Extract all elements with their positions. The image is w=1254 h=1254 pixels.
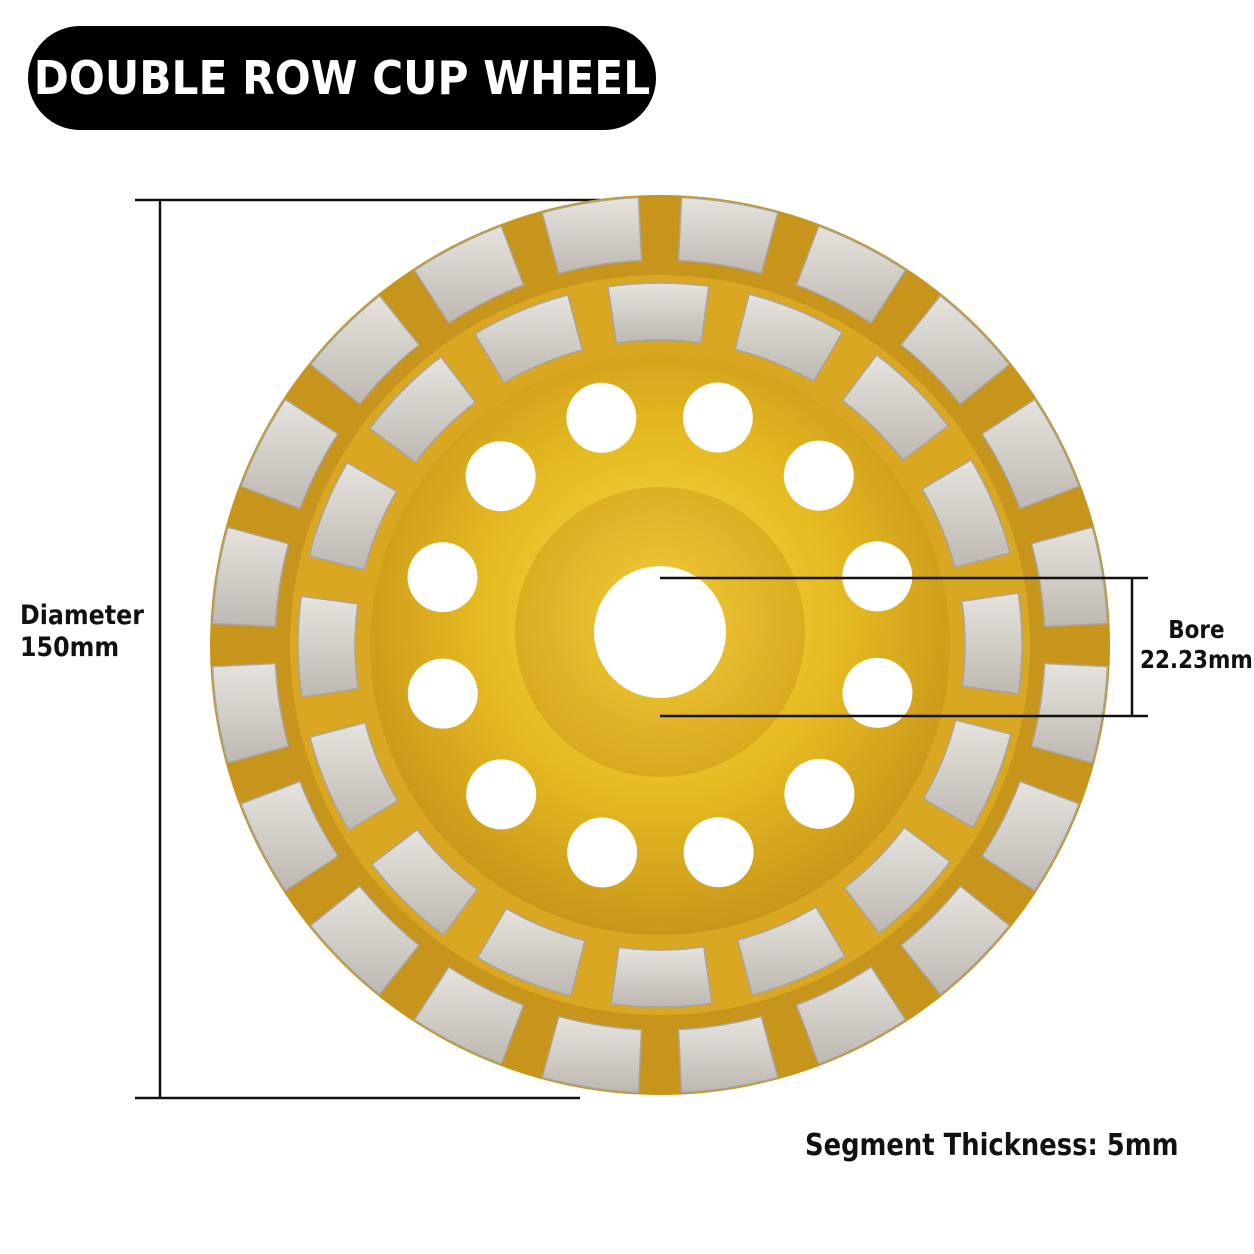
inner-diamond-segment (368, 355, 477, 464)
outer-diamond-segment (899, 884, 1011, 996)
cooling-hole (407, 542, 478, 613)
outer-diamond-segment (677, 1015, 779, 1094)
inner-diamond-segment (473, 294, 584, 384)
outer-diamond-segment (240, 780, 340, 892)
cooling-hole (567, 817, 638, 888)
outer-diamond-segment (211, 662, 290, 764)
outer-diamond-segment (240, 398, 340, 510)
bore-dimension-line (660, 576, 1148, 718)
outer-diamond-segment (413, 965, 525, 1065)
outer-diamond-segment (795, 965, 907, 1065)
inner-diamond-segment (476, 907, 586, 997)
outer-diamond-segment (541, 196, 643, 275)
outer-diamond-segment (541, 1015, 643, 1094)
title-banner: DOUBLE ROW CUP WHEEL (28, 26, 656, 130)
inner-diamond-segment (297, 595, 360, 698)
segment-thickness-label: Segment Thickness: 5mm (805, 1128, 1178, 1164)
cooling-hole (465, 441, 536, 512)
inner-diamond-segment (736, 906, 847, 996)
outer-diamond-segment (795, 225, 907, 325)
cooling-hole (407, 658, 478, 729)
bore-label-value: 22.23mm (1140, 645, 1253, 674)
cooling-hole (842, 657, 913, 728)
outer-diamond-segment (1030, 662, 1109, 764)
inner-diamond-segment (610, 945, 713, 1008)
outer-diamond-segment (980, 780, 1080, 892)
cooling-hole (466, 759, 537, 830)
inner-diamond-segment (309, 721, 399, 832)
cooling-hole (842, 541, 913, 612)
title-text: DOUBLE ROW CUP WHEEL (33, 51, 651, 105)
inner-diamond-segment (370, 828, 479, 937)
inner-diamond-segment (841, 353, 950, 462)
diameter-label: Diameter 150mm (20, 600, 144, 665)
outer-diamond-segment (413, 225, 525, 325)
diameter-dimension-line (135, 198, 600, 1100)
cooling-holes (407, 382, 913, 888)
outer-diamond-segment (211, 526, 290, 628)
inner-diamond-segment (843, 826, 952, 935)
cooling-hole (682, 382, 753, 453)
bore-label: Bore 22.23mm (1140, 615, 1253, 675)
outer-diamond-segment (899, 294, 1011, 406)
inner-diamond-segment (960, 592, 1023, 695)
segment-thickness-text: Segment Thickness: 5mm (805, 1128, 1179, 1163)
cooling-hole (683, 817, 754, 888)
inner-diamond-segment (922, 719, 1012, 829)
outer-diamond-segment (980, 398, 1080, 510)
cooling-hole (784, 758, 855, 829)
outer-diamond-segment (309, 884, 421, 996)
outer-segment-ring (211, 196, 1109, 1094)
inner-segment-ring (297, 282, 1023, 1008)
outer-diamond-segment (677, 196, 779, 275)
outer-diamond-segment (309, 294, 421, 406)
inner-diamond-segment (308, 461, 398, 571)
cooling-hole (783, 440, 854, 511)
cooling-hole (566, 382, 637, 453)
bore-label-line1: Bore (1168, 615, 1225, 644)
cup-wheel (210, 195, 1110, 1095)
inner-diamond-segment (607, 282, 710, 345)
center-bore (594, 566, 726, 698)
diameter-label-value: 150mm (20, 632, 120, 664)
inner-diamond-segment (921, 458, 1011, 569)
inner-diamond-segment (734, 293, 844, 383)
diameter-label-line1: Diameter (20, 600, 144, 631)
